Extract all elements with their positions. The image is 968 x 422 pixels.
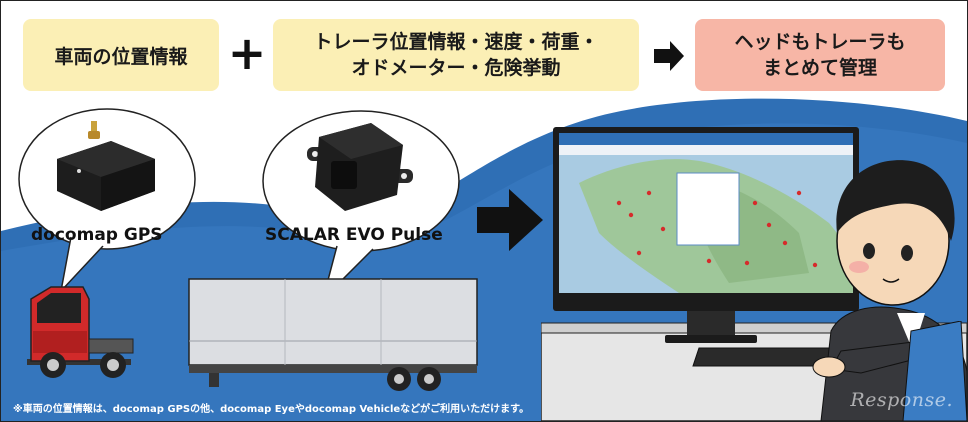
result-line2: まとめて管理 [762,57,877,79]
trailer-info-line1: トレーラ位置情報・速度・荷重・ [313,31,599,53]
result-line1: ヘッドもトレーラも [734,31,906,53]
vehicle-location-box: 車両の位置情報 [23,19,219,91]
trailer-info-box: トレーラ位置情報・速度・荷重・ オドメーター・危険挙動 [273,19,639,91]
trailer-icon [188,278,478,391]
footnote-text: ※車両の位置情報は、docomap GPSの他、docomap Eyeやdoco… [13,404,530,415]
watermark-logo: Response. [850,389,953,411]
monitor-stand [687,311,735,337]
plus-icon: + [227,26,267,80]
truck-head-icon [27,286,134,378]
big-arrow-icon [477,189,543,251]
gps-device-icon [57,121,155,211]
pulse-label: SCALAR EVO Pulse [265,225,443,245]
result-box: ヘッドもトレーラも まとめて管理 [695,19,945,91]
gps-label: docomap GPS [31,225,163,245]
map-screen [559,133,853,293]
pulse-device-icon [307,123,413,211]
vehicle-location-text: 車両の位置情報 [54,45,188,68]
chair-icon [902,321,967,421]
arrow-right-icon [654,41,684,71]
trailer-info-line2: オドメーター・危険挙動 [351,57,561,79]
monitor-base [665,335,757,343]
